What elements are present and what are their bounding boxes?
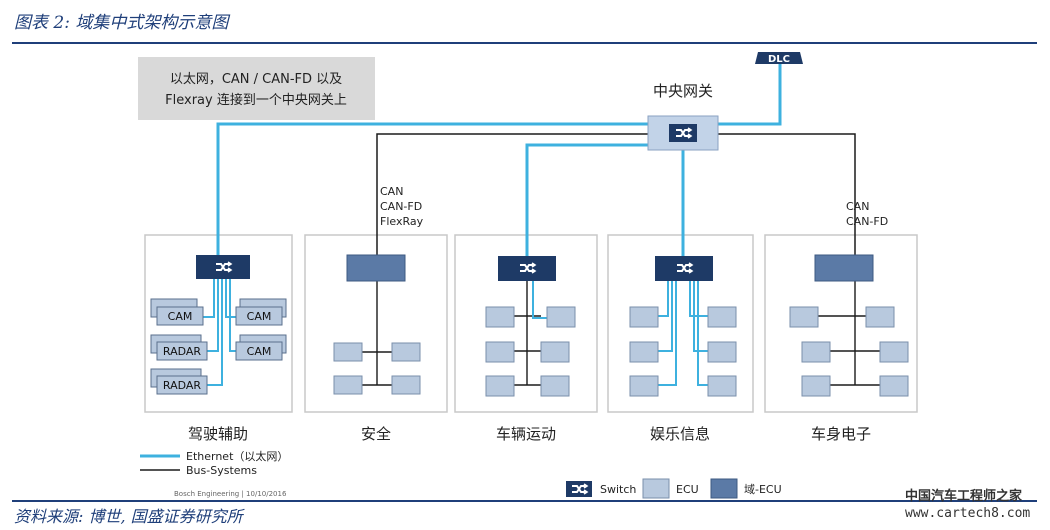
chassis-domain-content	[485, 256, 576, 397]
cam-right-top-label: CAM	[247, 310, 272, 323]
cam-left	[156, 306, 204, 326]
source-note: 资料来源: 博世, 国盛证券研究所	[14, 507, 243, 526]
gateway-label: 中央网关	[653, 82, 713, 100]
bus-lines	[376, 133, 856, 255]
bottom-rule	[12, 500, 1037, 502]
legend-ethernet-label: Ethernet（以太网）	[186, 450, 288, 463]
dlc-connector	[755, 52, 803, 64]
cam-left-label: CAM	[168, 310, 193, 323]
radar-bottom	[156, 375, 208, 395]
watermark-title: 中国汽车工程师之家	[905, 489, 1023, 504]
radar-top	[156, 341, 208, 361]
safety-domain-ecu	[346, 254, 406, 282]
legend-switch-label: Switch	[600, 483, 636, 496]
body-domain-content	[789, 254, 909, 397]
dlc-label: DLC	[768, 54, 790, 65]
cam-right-bottom-label: CAM	[247, 345, 272, 358]
legend-ecu-label: ECU	[676, 483, 699, 496]
infotainment-domain-content	[629, 256, 737, 397]
top-rule	[12, 42, 1037, 44]
cam-right-top	[235, 306, 283, 326]
domain-label-safety: 安全	[361, 425, 391, 443]
domain-box-infotainment	[607, 234, 754, 413]
bus-label-body-1: CAN	[846, 200, 869, 213]
domain-label-body: 车身电子	[811, 425, 871, 443]
cam-right-bottom	[235, 341, 283, 361]
bus-label-body-2: CAN-FD	[846, 215, 888, 228]
bus-label-safety-2: CAN-FD	[380, 200, 422, 213]
legend-ecu-swatch	[642, 478, 670, 499]
body-domain-ecu	[814, 254, 874, 282]
radar-bottom-label: RADAR	[163, 379, 202, 392]
domain-box-body	[764, 234, 918, 413]
callout-line-2: Flexray 连接到一个中央网关上	[165, 92, 347, 108]
ethernet-lines	[216, 60, 782, 256]
legend-domain-ecu-label: 域-ECU	[744, 483, 782, 496]
adas-domain-content: CAM CAM RADAR CAM RADAR	[150, 255, 287, 395]
domain-label-adas: 驾驶辅助	[188, 425, 248, 443]
safety-domain-content	[333, 254, 421, 395]
bus-label-safety-1: CAN	[380, 185, 403, 198]
figure-title: 图表 2: 域集中式架构示意图	[14, 13, 229, 33]
legend-bus-label: Bus-Systems	[186, 464, 257, 477]
callout-box	[138, 57, 375, 120]
watermark-url: www.cartech8.com	[905, 506, 1031, 521]
legend-domain-ecu-swatch	[710, 478, 738, 499]
credit-text: Bosch Engineering | 10/10/2016	[174, 490, 287, 498]
bus-label-safety-3: FlexRay	[380, 215, 424, 228]
domain-label-chassis: 车辆运动	[496, 425, 556, 443]
domain-box-safety	[304, 234, 448, 413]
callout-line-1: 以太网，CAN / CAN-FD 以及	[170, 72, 342, 87]
domain-label-infotainment: 娱乐信息	[650, 425, 710, 443]
radar-top-label: RADAR	[163, 345, 202, 358]
